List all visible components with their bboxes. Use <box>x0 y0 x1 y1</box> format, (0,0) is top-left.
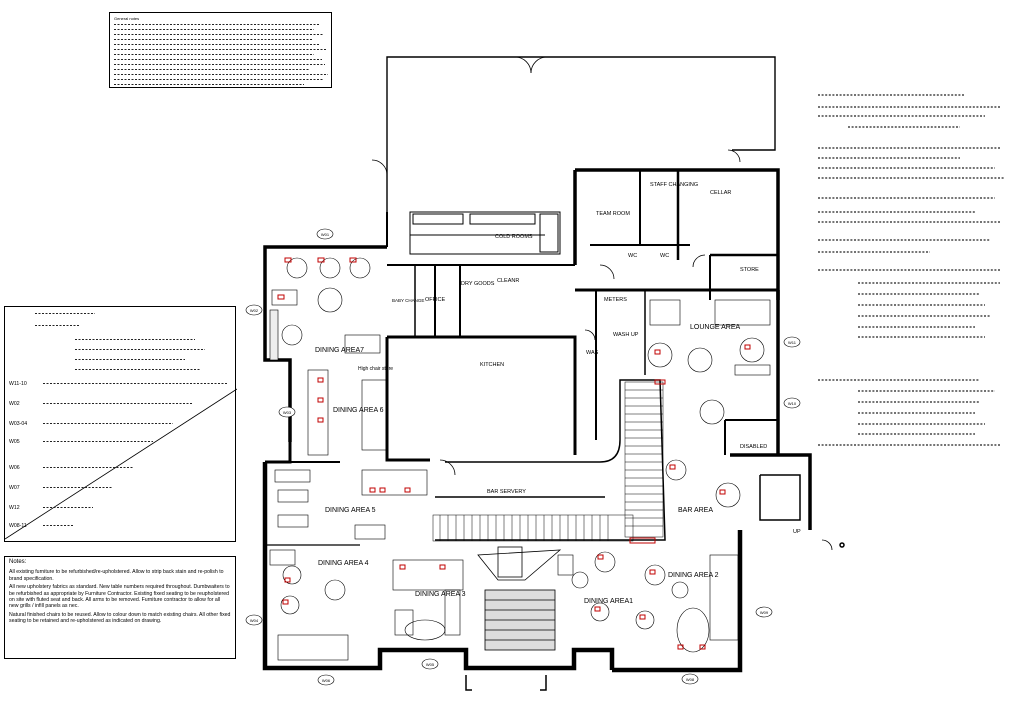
room-label-baby-change: BABY CHANGE <box>392 298 424 303</box>
room-label-staff-changing: STAFF CHANGING <box>650 182 698 188</box>
room-label-cold-rooms: COLD ROOMS <box>495 234 533 240</box>
room-label-dining-area-7: DINING AREA7 <box>315 347 364 354</box>
room-label-dining-area-4: DINING AREA 4 <box>318 560 369 567</box>
furniture <box>269 257 771 661</box>
room-label-dining-area-5: DINING AREA 5 <box>325 507 376 514</box>
notes-title: Notes: <box>9 559 27 565</box>
gate-markers <box>465 542 845 691</box>
window-tag-w05: W05 <box>426 662 435 667</box>
window-tag-w10: W10 <box>788 401 797 406</box>
room-label-dining-area-3: DINING AREA 3 <box>415 591 466 598</box>
schedule-row-label: W05 <box>9 439 20 445</box>
room-label-office: OFFICE <box>425 297 445 303</box>
general-notes-panel: General notes <box>109 12 332 88</box>
bar-gantry <box>432 381 664 542</box>
upholstered-seating <box>277 257 751 650</box>
schedule-row-label: W11-10 <box>9 381 27 387</box>
schedule-row-label: W12 <box>9 505 20 511</box>
room-labels: TEAM ROOM STAFF CHANGING CELLAR COLD ROO… <box>315 182 801 605</box>
room-label-store: STORE <box>740 267 759 273</box>
schedule-row-label: W06 <box>9 465 20 471</box>
room-label-cellar: CELLAR <box>710 190 731 196</box>
window-tag-w06: W06 <box>322 678 331 683</box>
right-legend <box>818 94 1005 446</box>
window-tags <box>245 228 801 686</box>
room-label-meters: METERS <box>604 297 627 303</box>
window-tag-w08: W08 <box>686 677 695 682</box>
window-tag-w03: W03 <box>283 410 292 415</box>
room-label-dining-area-6: DINING AREA 6 <box>333 407 384 414</box>
window-tag-w01: W01 <box>321 232 330 237</box>
window-tag-w11: W11 <box>788 340 797 345</box>
room-label-cleaner: CLEANR <box>497 278 519 284</box>
window-tag-w02: W02 <box>250 308 259 313</box>
room-label-wc-female: WC <box>628 253 637 259</box>
room-label-team-room: TEAM ROOM <box>596 211 630 217</box>
room-label-wash-up: WASH UP <box>613 332 639 338</box>
room-label-dry-goods: DRY GOODS <box>461 281 495 287</box>
door-swings <box>371 56 833 551</box>
room-label-high-chair-store: High chair store <box>358 366 393 372</box>
room-label-lounge-area: LOUNGE AREA <box>690 324 741 331</box>
room-label-dining-area-2: DINING AREA 2 <box>668 572 719 579</box>
room-label-dining-area-1: DINING AREA1 <box>584 598 633 605</box>
schedule-row-label: W07 <box>9 485 20 491</box>
cold-room-units <box>409 211 561 255</box>
schedule-row-label: W03-04 <box>9 421 28 427</box>
room-label-wc-male: WC <box>660 253 669 259</box>
note-paragraph: Natural finished chairs to be reused. Al… <box>9 611 231 625</box>
window-tag-w04: W04 <box>250 618 259 623</box>
room-label-disabled: DISABLED <box>740 444 767 450</box>
notes-panel: Notes: All existing furniture to be refu… <box>4 556 236 659</box>
room-label-bar-area: BAR AREA <box>678 507 713 514</box>
window-tag-labels: W01 W02 W03 W04 W05 W06 W08 W09 W10 W11 <box>250 232 797 683</box>
room-label-up: UP <box>793 529 801 535</box>
window-tag-w09: W09 <box>760 610 769 615</box>
cross-out-line <box>5 388 237 540</box>
room-label-bar-servery: BAR SERVERY <box>487 489 526 495</box>
room-label-was: WAS <box>586 350 599 356</box>
entrance-ramp <box>477 546 562 651</box>
note-paragraph: All existing furniture to be refurbished… <box>9 569 224 582</box>
general-notes-title: General notes <box>114 16 140 21</box>
schedule-row-label: W02 <box>9 401 20 407</box>
room-label-kitchen: KITCHEN <box>480 362 504 368</box>
note-paragraph: All new upholstery fabrics as standard. … <box>9 584 230 610</box>
building-walls <box>262 56 812 673</box>
schedule-row-label: W08-11 <box>9 523 27 529</box>
window-schedule-panel: W11-10 W02 W03-04 W05 W06 W07 W12 W08-11 <box>4 306 237 542</box>
